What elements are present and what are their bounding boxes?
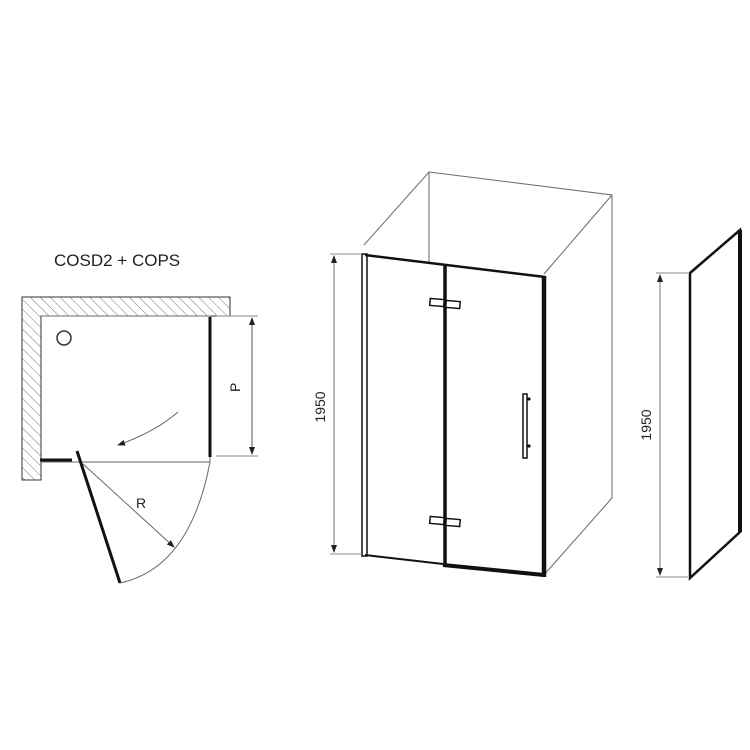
door-handle <box>522 393 528 459</box>
fixed-panel-bottom <box>364 554 444 565</box>
depth-label: P <box>227 383 243 392</box>
plan-title: COSD2 + COPS <box>54 251 180 270</box>
swing-direction-arrow <box>117 411 179 446</box>
door-height-label: 1950 <box>312 391 328 422</box>
radius-label: R <box>136 495 146 511</box>
door-top-frame <box>364 253 546 279</box>
left-wall-profile <box>361 253 368 557</box>
swing-arc <box>119 461 211 584</box>
hinge-top <box>428 297 462 310</box>
drain-icon <box>56 330 72 346</box>
hinge-bottom <box>428 515 462 528</box>
plan-view: COSD2 + COPS R P <box>21 251 258 584</box>
side-panel-view: 1950 <box>638 227 742 581</box>
side-panel-outline <box>688 227 742 581</box>
enclosure-box-outline <box>363 171 613 577</box>
handle-mount-top <box>527 397 531 401</box>
handle-mount-bottom <box>527 444 531 448</box>
door-bottom-seal <box>442 563 545 577</box>
door-leaf-open <box>75 450 122 584</box>
radius-dimension <box>81 462 175 548</box>
door-view: 1950 <box>312 171 613 577</box>
panel-height-label: 1950 <box>638 409 654 440</box>
wall-hatched <box>21 296 231 481</box>
